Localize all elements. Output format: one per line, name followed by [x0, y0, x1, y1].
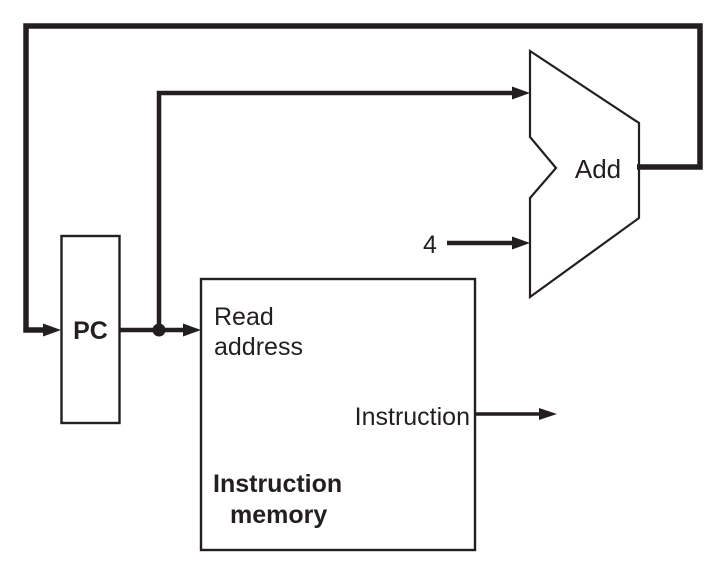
- adder-top-input-arrowhead: [512, 86, 530, 100]
- pc-to-adder-wire: [156, 90, 513, 332]
- instruction-memory-name-line2: memory: [230, 501, 328, 529]
- pc-label: PC: [73, 317, 108, 345]
- pc-input-arrowhead: [43, 323, 61, 337]
- junction-dot: [152, 323, 166, 337]
- adder-bottom-input-arrowhead: [512, 236, 530, 250]
- instruction-memory-box: [199, 277, 477, 552]
- read-address-port-label: Read address: [214, 303, 303, 361]
- instruction-port-label: Instruction: [354, 403, 470, 431]
- feedback-wire: [23, 23, 703, 333]
- adder-shape: [528, 48, 641, 300]
- instruction-output-arrowhead: [539, 408, 557, 420]
- adder-label: Add: [574, 154, 622, 184]
- pc-box: [60, 234, 121, 425]
- read-address-arrowhead: [183, 323, 201, 337]
- increment-constant-label: 4: [423, 231, 437, 259]
- instruction-memory-name-line1: Instruction: [213, 470, 343, 498]
